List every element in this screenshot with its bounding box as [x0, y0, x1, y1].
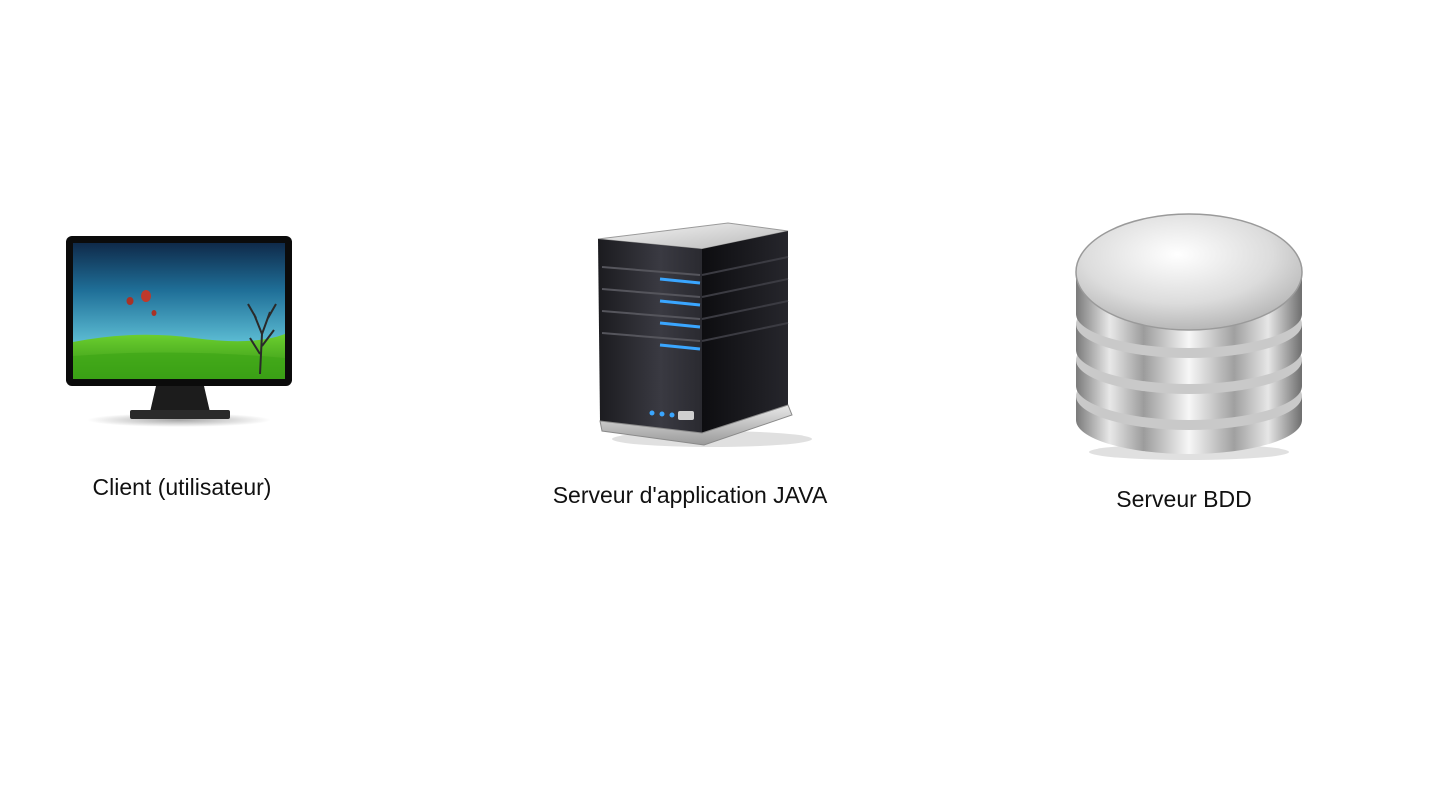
- database-icon: [1075, 213, 1303, 460]
- db-server-node: [1072, 208, 1306, 464]
- client-label: Client (utilisateur): [92, 474, 272, 500]
- client-node: [64, 234, 296, 430]
- app-server-label: Serveur d'application JAVA: [552, 482, 828, 508]
- server-tower-icon: [597, 222, 812, 447]
- app-server-node: [592, 217, 822, 457]
- db-server-label: Serveur BDD: [1116, 486, 1252, 512]
- monitor-icon: [66, 236, 292, 427]
